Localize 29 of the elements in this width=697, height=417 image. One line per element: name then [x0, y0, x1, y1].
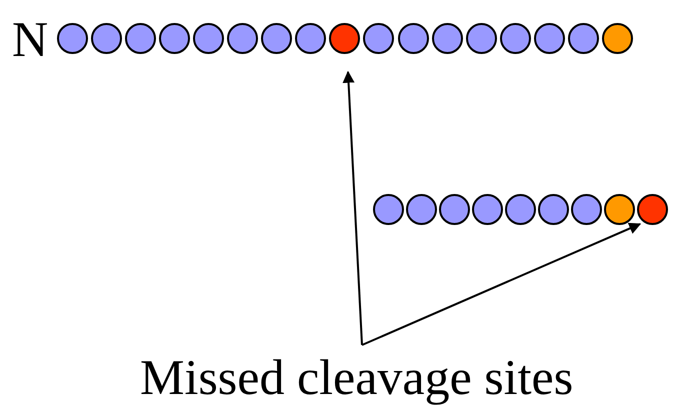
circle-bead	[227, 22, 258, 54]
circle-bead	[158, 22, 190, 54]
circle-bead	[602, 22, 634, 54]
circle-bead	[398, 22, 428, 54]
circle-bead	[534, 22, 565, 54]
circle-bead	[570, 194, 602, 224]
circle-bead	[90, 22, 122, 54]
circle-bead	[363, 22, 394, 54]
circle-bead	[636, 194, 668, 224]
circle-bead	[432, 22, 463, 54]
circle-bead	[329, 22, 360, 54]
circle-bead	[538, 194, 568, 224]
leader-line	[362, 222, 642, 346]
circle-bead	[406, 194, 436, 224]
circle-bead	[604, 194, 634, 224]
circle-bead	[56, 22, 88, 54]
circle-bead	[192, 22, 224, 54]
circle-bead	[124, 22, 156, 54]
circle-bead	[261, 22, 292, 54]
leader-line	[342, 70, 363, 346]
circle-bead	[472, 194, 502, 224]
circle-bead	[438, 194, 470, 224]
circle-bead	[466, 22, 497, 54]
circle-bead	[500, 22, 531, 54]
circle-bead	[568, 22, 599, 54]
circle-bead	[372, 194, 404, 224]
circle-bead	[295, 22, 326, 54]
circle-bead	[504, 194, 536, 224]
terminus-label: N	[12, 14, 48, 64]
